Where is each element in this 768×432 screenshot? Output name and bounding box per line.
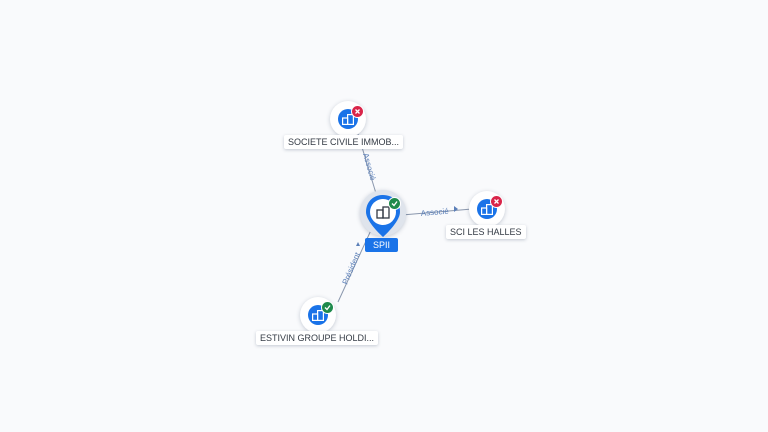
check-icon xyxy=(388,197,401,210)
check-icon xyxy=(321,301,334,314)
edge-label-associe-2: Associé xyxy=(420,207,449,218)
arrow-head-icon xyxy=(454,206,458,212)
arrow-head-icon xyxy=(356,242,360,246)
node-estivin-groupe[interactable]: ESTIVIN GROUPE HOLDI... xyxy=(254,296,384,348)
node-label-societe-civile: SOCIETE CIVILE IMMOB... xyxy=(284,135,404,149)
building-icon xyxy=(376,206,390,219)
node-spii[interactable]: SPII xyxy=(360,190,408,254)
edge-label-president: Président xyxy=(341,250,363,285)
cross-icon xyxy=(490,195,503,208)
node-sci-les-halles[interactable]: SCI LES HALLES xyxy=(442,188,532,240)
edge-spii-to-sci xyxy=(401,208,473,216)
node-label-estivin-groupe: ESTIVIN GROUPE HOLDI... xyxy=(256,331,379,345)
edge-label-associe-1: Associé xyxy=(361,152,378,182)
node-societe-civile[interactable]: SOCIETE CIVILE IMMOB... xyxy=(282,100,412,152)
node-label-sci-les-halles: SCI LES HALLES xyxy=(446,225,526,239)
cross-icon xyxy=(351,105,364,118)
node-label-spii: SPII xyxy=(365,238,399,252)
